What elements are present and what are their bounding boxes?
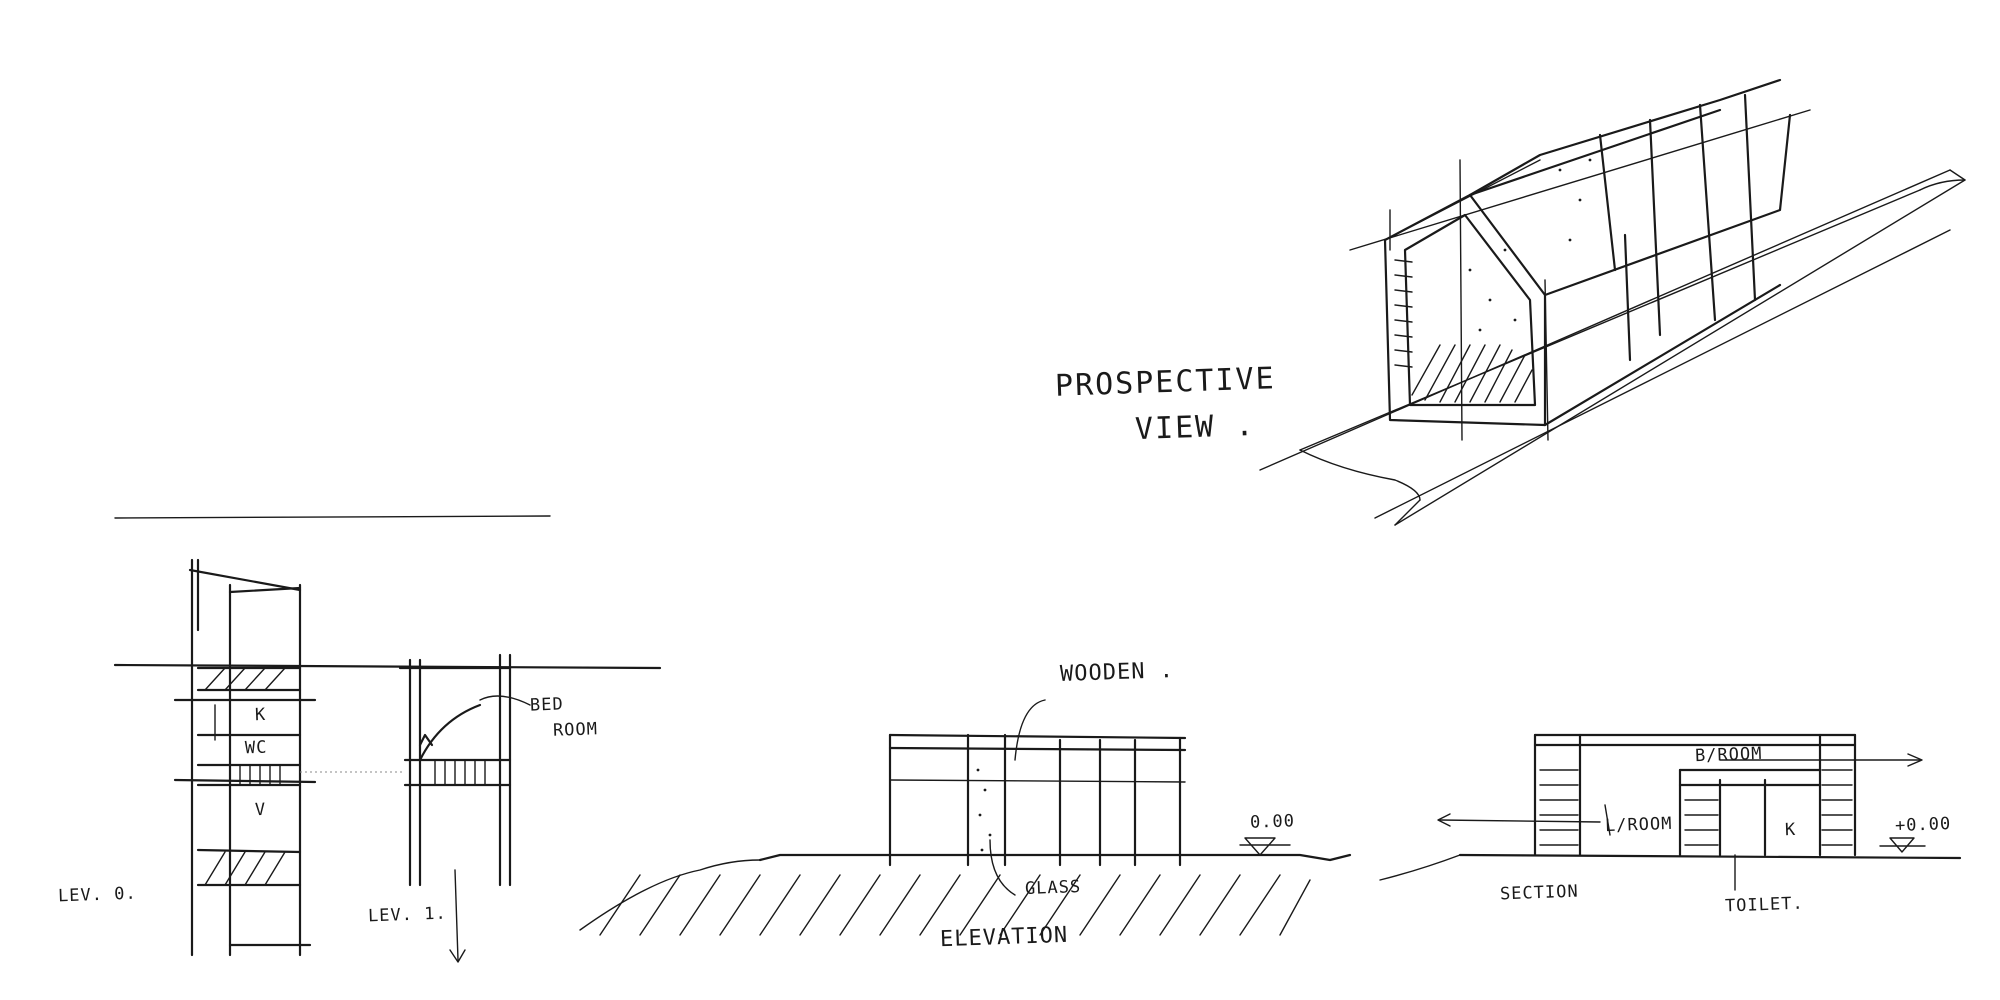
section-kitchen-label: K bbox=[1784, 819, 1797, 841]
level1-label: LEV. 1. bbox=[367, 903, 447, 927]
section-toilet-label: TOILET. bbox=[1724, 893, 1804, 917]
perspective-drawing bbox=[1259, 78, 1966, 526]
elevation-level-label: 0.00 bbox=[1249, 811, 1296, 833]
level0-label: LEV. 0. bbox=[57, 883, 137, 907]
elevation-drawing bbox=[579, 699, 1352, 936]
room-label-bedroom-line1: BED bbox=[529, 694, 565, 716]
elevation-glass-label: GLASS bbox=[1024, 877, 1082, 899]
section-living-label: L/ROOM bbox=[1604, 813, 1673, 837]
room-label-wc: WC bbox=[244, 737, 268, 759]
room-label-kitchen: K bbox=[254, 704, 267, 726]
room-label-living: V bbox=[254, 799, 267, 821]
section-bedroom-label: B/ROOM bbox=[1694, 743, 1763, 767]
section-drawing bbox=[1379, 733, 1962, 891]
room-label-bedroom-line2: ROOM bbox=[552, 719, 599, 741]
floor-plans bbox=[113, 515, 662, 963]
perspective-title-line2: VIEW . bbox=[1134, 407, 1256, 448]
elevation-wooden-label: WOODEN . bbox=[1059, 658, 1175, 687]
section-title: SECTION bbox=[1499, 881, 1579, 905]
elevation-title: ELEVATION bbox=[939, 922, 1069, 953]
section-level-label: +0.00 bbox=[1894, 814, 1952, 836]
